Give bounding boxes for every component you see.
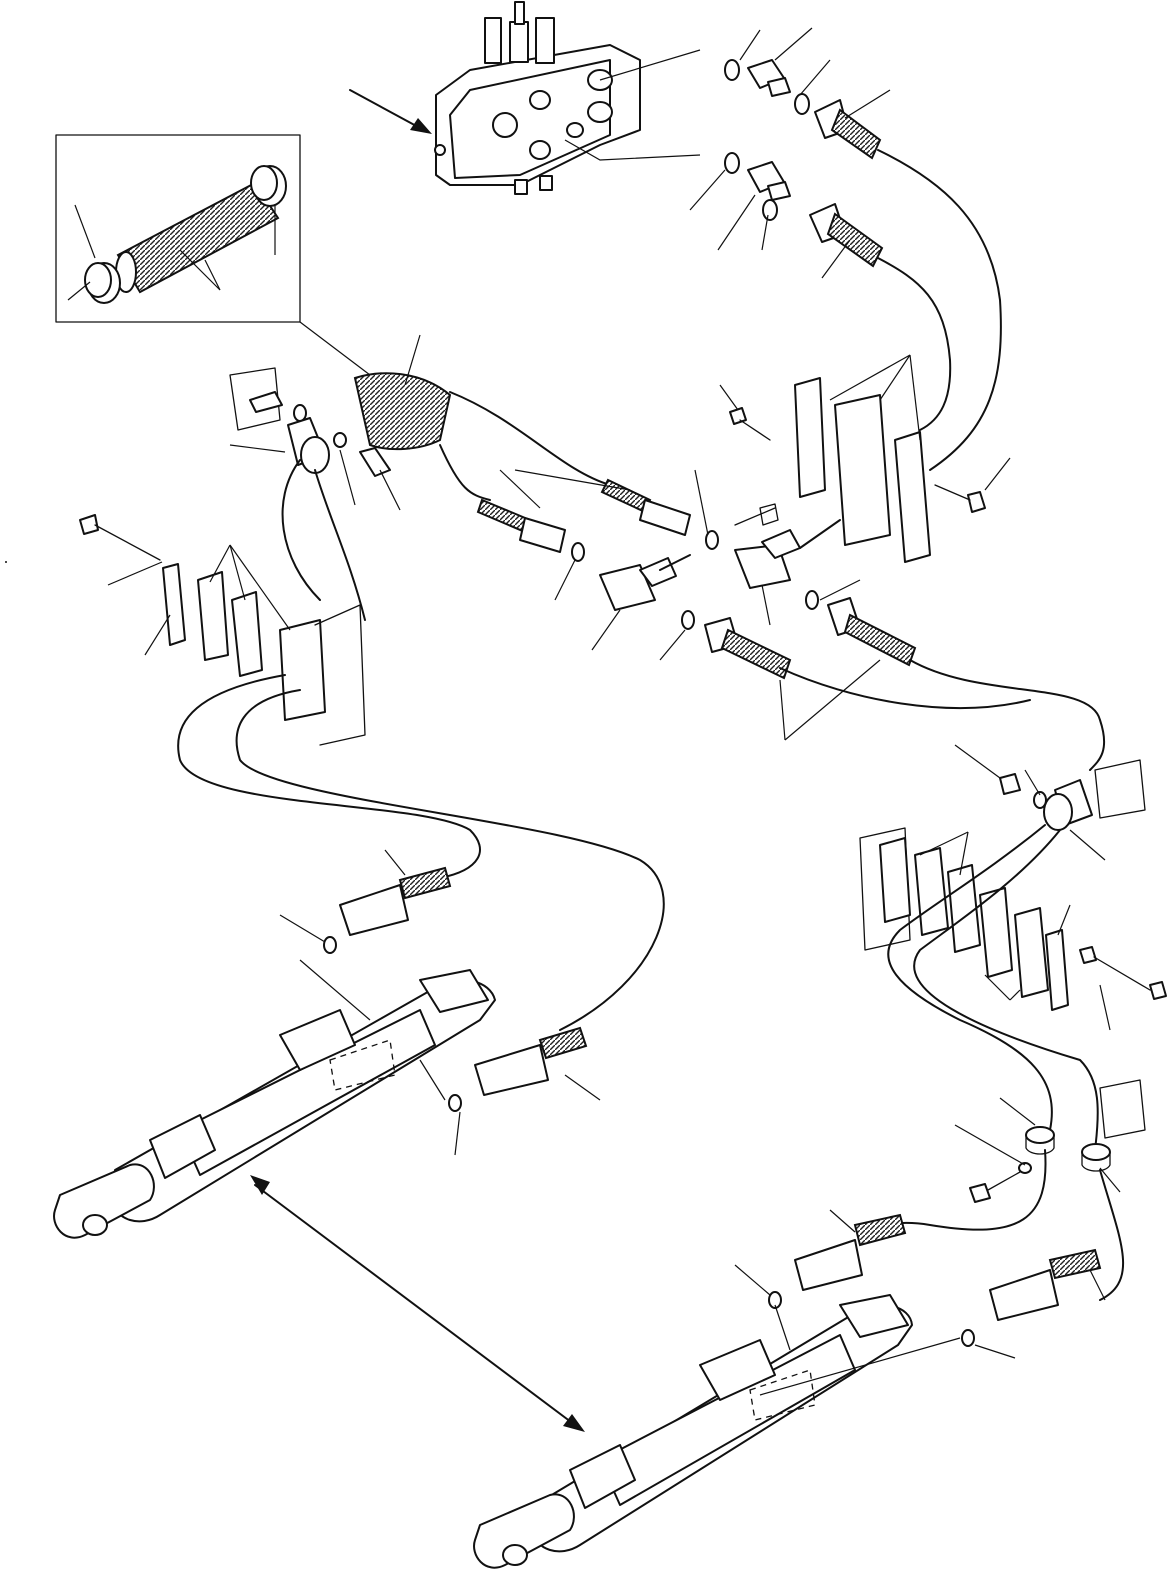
- p-clamp-upper-left: [229, 367, 391, 477]
- hose-clamp-blocks-upper: [729, 377, 986, 563]
- adapter-fittings: [724, 59, 884, 268]
- hose-clamp-blocks-right: [859, 827, 1167, 1011]
- control-valve: [434, 1, 641, 195]
- p-clamp-right: [999, 759, 1146, 831]
- arrowhead-valve: [410, 118, 432, 134]
- hydraulic-cylinder-left: [53, 866, 588, 1239]
- leader-arrow-valve: [349, 89, 421, 129]
- hose-sleeve-detail: [55, 134, 301, 323]
- hose-clamp-blocks-left: [79, 514, 366, 746]
- p-clamps-lower-right: [969, 1079, 1146, 1203]
- tee-fittings: [476, 478, 917, 680]
- hydraulic-cylinder-right: [473, 1213, 1102, 1569]
- double-arrow-cylinders: [254, 1184, 576, 1426]
- elbow-sleeve: [353, 372, 452, 451]
